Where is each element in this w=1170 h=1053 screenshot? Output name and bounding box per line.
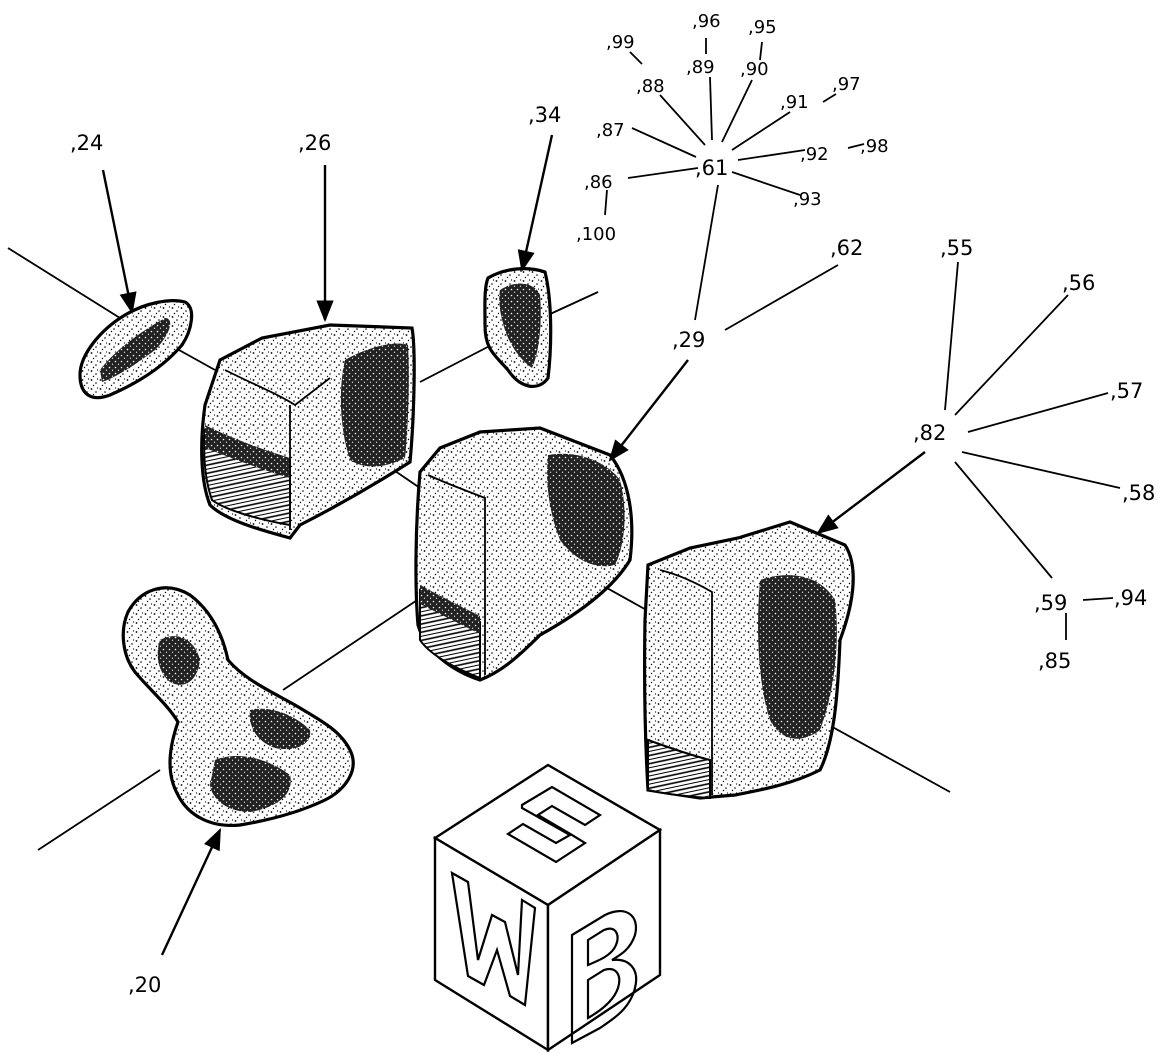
arrow-29 [608, 359, 689, 462]
label-26: ,26 [298, 131, 331, 155]
label-29: ,29 [672, 328, 705, 352]
label-82: ,82 [913, 421, 946, 445]
label-62: ,62 [830, 236, 863, 260]
label-98: ,98 [860, 136, 889, 157]
axis-line-left-upper [7, 247, 121, 319]
label-89: ,89 [686, 57, 715, 78]
tree-82 [944, 261, 1121, 640]
reference-numerals: ,24 ,26 ,34 ,20 ,29 ,62 ,61 ,86 ,87 ,88 … [70, 11, 1155, 997]
leader-arrows [101, 134, 926, 956]
label-61: ,61 [695, 156, 728, 180]
label-88: ,88 [636, 76, 665, 97]
label-20: ,20 [128, 973, 161, 997]
label-59: ,59 [1034, 591, 1067, 615]
arrow-20 [160, 828, 222, 956]
axis-line-left-lower [37, 769, 161, 851]
label-55: ,55 [940, 236, 973, 260]
sample-24 [78, 299, 194, 400]
label-96: ,96 [692, 11, 721, 32]
label-34: ,34 [528, 103, 561, 127]
label-56: ,56 [1062, 271, 1095, 295]
sample-20 [121, 586, 355, 828]
arrow-82 [816, 451, 926, 535]
label-87: ,87 [596, 120, 625, 141]
arrow-34 [517, 134, 554, 273]
label-58: ,58 [1122, 481, 1155, 505]
swb-cube-logo [432, 763, 663, 1053]
label-86: ,86 [584, 172, 613, 193]
label-85: ,85 [1038, 649, 1071, 673]
arrow-24 [101, 169, 137, 315]
label-91: ,91 [780, 92, 809, 113]
label-99: ,99 [606, 32, 635, 53]
label-92: ,92 [800, 144, 829, 165]
label-57: ,57 [1110, 379, 1143, 403]
label-94: ,94 [1114, 586, 1147, 610]
axis-line-34-right [547, 291, 599, 316]
label-24: ,24 [70, 131, 103, 155]
sample-82 [643, 520, 855, 800]
label-93: ,93 [793, 189, 822, 210]
sample-34 [483, 267, 553, 388]
label-97: ,97 [832, 74, 861, 95]
sample-26 [200, 323, 416, 540]
sample-29 [414, 426, 634, 682]
label-90: ,90 [740, 59, 769, 80]
label-100: ,100 [576, 224, 616, 245]
label-95: ,95 [748, 17, 777, 38]
tree-61 [604, 38, 865, 331]
